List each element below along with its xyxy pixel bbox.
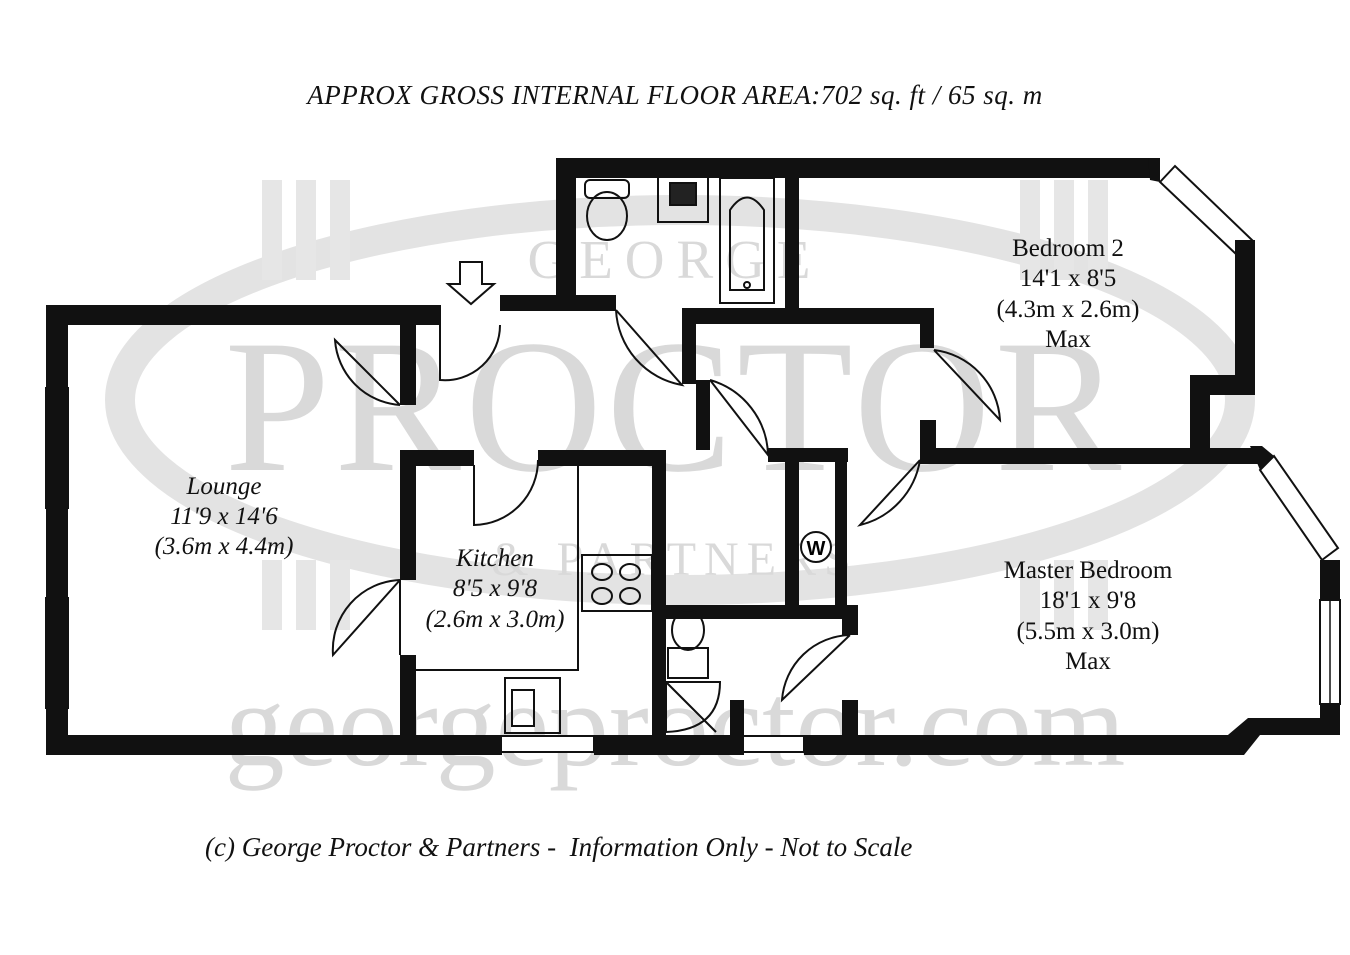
kitchen-door (473, 459, 539, 527)
bathroom-door (615, 309, 685, 387)
watermark-brand-main: PROCTOR (225, 302, 1126, 512)
master-dims-metric: (5.5m x 3.0m) (1016, 618, 1159, 645)
entrance-door (439, 324, 502, 382)
master-door (857, 459, 921, 527)
washer-label: W (807, 538, 826, 560)
sink-icon (504, 677, 561, 734)
doors (331, 309, 1002, 703)
watermark-website: georgeproctor.com (225, 658, 1126, 791)
kitchen-worktop (416, 465, 653, 734)
lounge-dims-metric: (3.6m x 4.4m) (155, 533, 294, 560)
room-labels: Lounge 11'9 x 14'6 (3.6m x 4.4m) Kitchen… (155, 235, 1173, 675)
bathroom-fixtures (584, 175, 775, 734)
ensuite-door (780, 634, 851, 703)
shower-icon (665, 681, 722, 734)
lounge-name: Lounge (186, 473, 262, 500)
kitchen-dims-metric: (2.6m x 3.0m) (426, 606, 565, 633)
ensuite-basin-icon (667, 647, 709, 679)
bedroom2-door (933, 349, 1002, 423)
walls (46, 158, 1340, 755)
watermark-oval (105, 195, 1255, 605)
washing-machine-icon: W (800, 531, 832, 563)
kitchen-lounge-door (331, 579, 401, 658)
entrance-arrow-icon (445, 261, 497, 306)
watermark-railings (262, 180, 1108, 630)
corridor-door (709, 379, 770, 459)
basin-icon (657, 175, 709, 223)
kitchen-name: Kitchen (455, 545, 534, 572)
ensuite-toilet-icon (671, 609, 705, 651)
floor-area-title: APPROX GROSS INTERNAL FLOOR AREA:702 sq.… (307, 80, 1043, 110)
copyright-footer: (c) George Proctor & Partners - Informat… (205, 832, 913, 862)
kitchen-dims-imperial: 8'5 x 9'8 (453, 575, 538, 602)
bath-icon (719, 177, 775, 304)
master-dims-imperial: 18'1 x 9'8 (1040, 587, 1137, 614)
lounge-door (333, 337, 401, 406)
bedroom2-note: Max (1045, 326, 1091, 353)
hob-icon (581, 554, 653, 612)
bedroom2-dims-imperial: 14'1 x 8'5 (1020, 265, 1117, 292)
master-note: Max (1065, 648, 1111, 675)
toilet-icon (586, 191, 628, 241)
toilet-cistern-icon (584, 179, 630, 199)
bedroom2-name: Bedroom 2 (1012, 235, 1124, 262)
lounge-dims-imperial: 11'9 x 14'6 (170, 503, 278, 530)
master-name: Master Bedroom (1004, 557, 1173, 584)
bedroom2-dims-metric: (4.3m x 2.6m) (996, 296, 1139, 323)
